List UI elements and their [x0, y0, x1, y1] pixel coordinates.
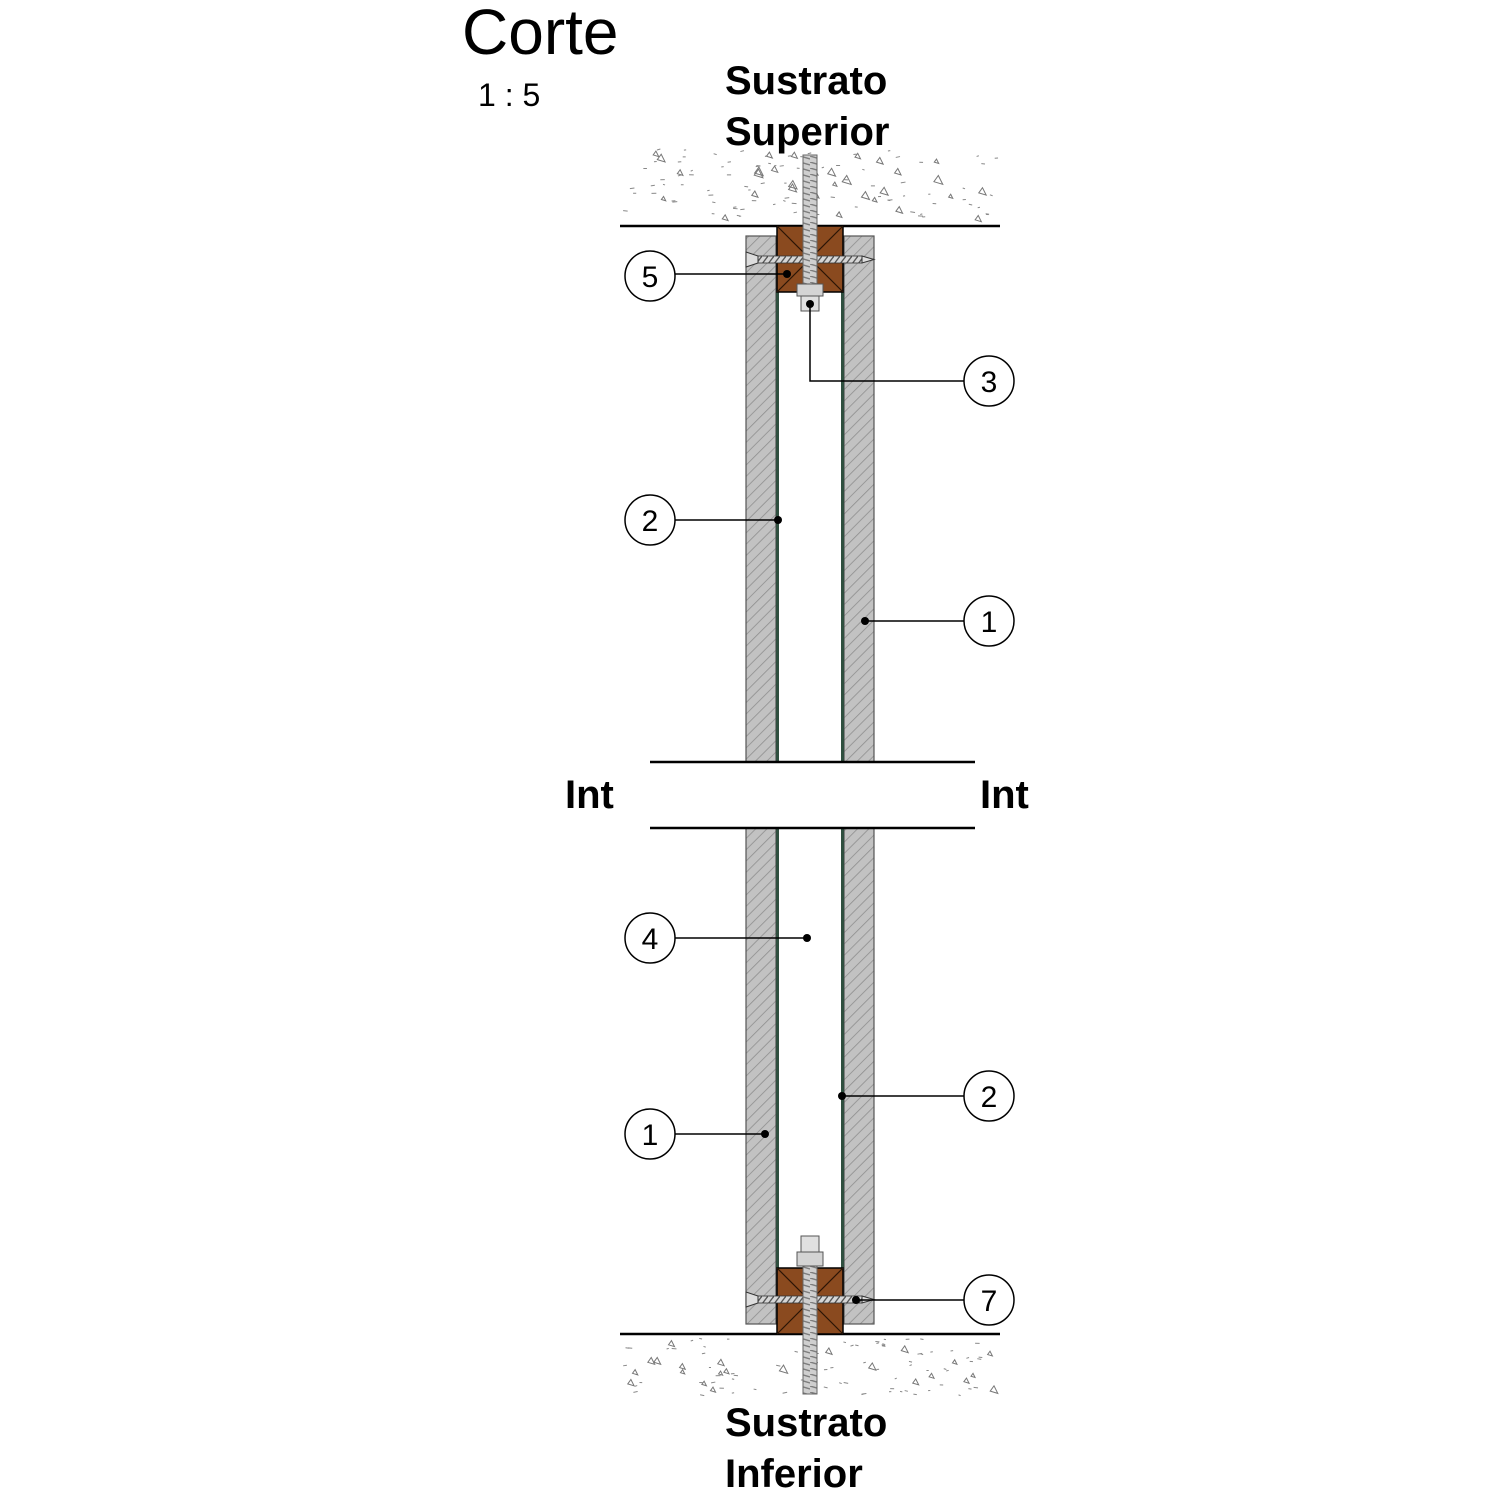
bottom-threaded-rod — [802, 1261, 818, 1395]
callout-2-upper: 2 — [624, 494, 782, 546]
drawing-scale: 1 : 5 — [478, 77, 540, 113]
bottom-substrate-label-line1: Sustrato — [725, 1401, 887, 1445]
bottom-substrate-label-line2: Inferior — [725, 1452, 863, 1496]
top-substrate-label-line2: Superior — [725, 110, 889, 154]
svg-text:1: 1 — [981, 606, 998, 639]
svg-text:3: 3 — [981, 366, 998, 399]
callout-3: 3 — [806, 300, 1015, 407]
svg-text:4: 4 — [642, 923, 659, 956]
callout-7: 7 — [852, 1274, 1015, 1326]
left-board-lower — [745, 827, 779, 1325]
svg-text:2: 2 — [981, 1081, 998, 1114]
callout-1-lower: 1 — [624, 1108, 769, 1160]
top-nut — [796, 283, 824, 312]
right-board-lower — [841, 827, 875, 1325]
left-board-upper — [745, 235, 779, 763]
int-label-left: Int — [565, 773, 614, 817]
break-symbol — [650, 760, 975, 830]
right-board-upper — [841, 235, 875, 763]
concrete-texture — [623, 1337, 999, 1397]
int-label-right: Int — [980, 773, 1029, 817]
svg-text:7: 7 — [981, 1285, 998, 1318]
callout-4: 4 — [624, 912, 811, 964]
concrete-texture — [623, 148, 999, 223]
top-substrate-label-line1: Sustrato — [725, 59, 887, 103]
callout-2-lower: 2 — [838, 1070, 1015, 1122]
callout-1-upper: 1 — [861, 595, 1015, 647]
callout-5: 5 — [624, 250, 791, 302]
svg-text:1: 1 — [642, 1119, 659, 1152]
bottom-nut — [796, 1235, 824, 1267]
top-threaded-rod — [802, 154, 818, 286]
svg-text:2: 2 — [642, 505, 659, 538]
svg-text:5: 5 — [642, 261, 659, 294]
drawing-title: Corte — [462, 0, 619, 68]
